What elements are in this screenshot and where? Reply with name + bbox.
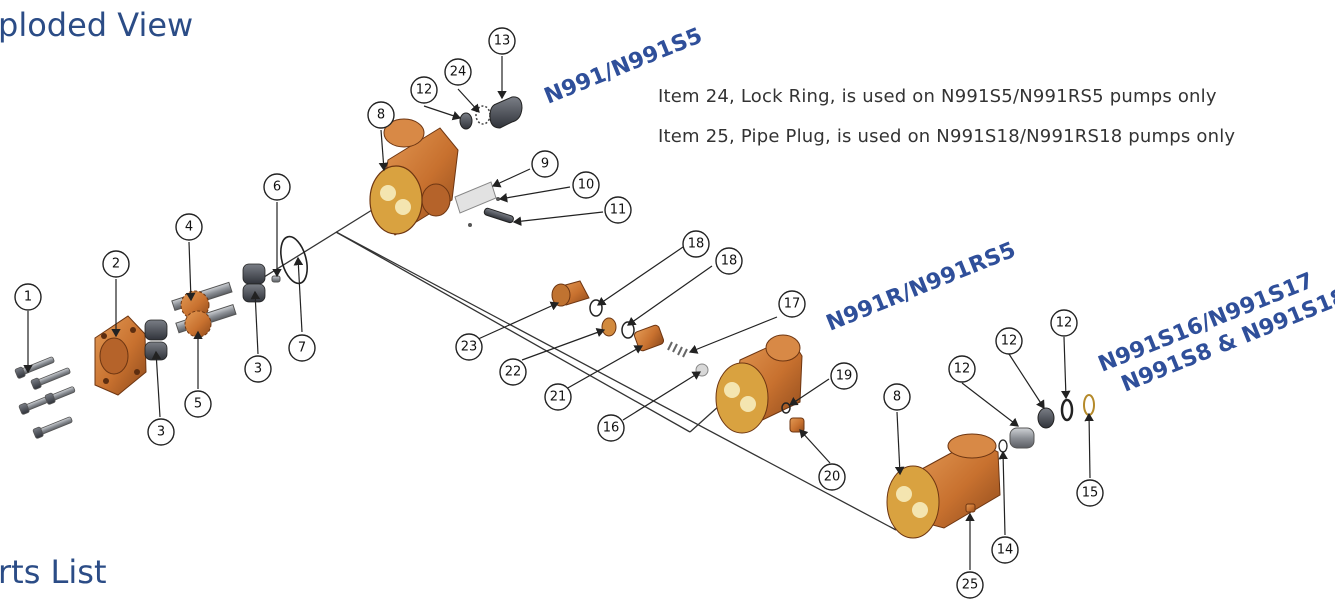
- note-pipe-plug: Item 25, Pipe Plug, is used on N991S18/N…: [658, 126, 1236, 147]
- pump-body-long-part: [886, 433, 1001, 539]
- svg-text:12: 12: [954, 362, 971, 377]
- model-label-n991r: N991R/N991RS5: [823, 238, 1019, 337]
- svg-text:15: 15: [1082, 486, 1099, 501]
- callout-12c: 12: [995, 327, 1023, 355]
- svg-text:18: 18: [721, 254, 738, 269]
- callout-20: 20: [818, 463, 846, 491]
- callout-1: 1: [14, 283, 42, 311]
- callout-9: 9: [531, 150, 559, 178]
- svg-text:12: 12: [416, 83, 433, 98]
- callout-4: 4: [175, 213, 203, 241]
- bushings-part: [144, 263, 266, 361]
- svg-text:20: 20: [824, 470, 841, 485]
- svg-text:4: 4: [185, 220, 193, 235]
- svg-text:10: 10: [578, 178, 595, 193]
- svg-text:24: 24: [450, 65, 467, 80]
- svg-text:22: 22: [505, 365, 522, 380]
- callout-3b: 3: [244, 355, 272, 383]
- callout-16: 16: [597, 414, 625, 442]
- svg-text:3: 3: [157, 425, 165, 440]
- callout-10: 10: [572, 171, 600, 199]
- gears-part: [171, 281, 237, 338]
- svg-text:5: 5: [194, 397, 202, 412]
- callout-3a: 3: [147, 418, 175, 446]
- callout-18b: 18: [715, 247, 743, 275]
- screws-part: [14, 356, 76, 439]
- callout-2: 2: [102, 250, 130, 278]
- seal-kit-bottom: [998, 394, 1095, 453]
- svg-text:9: 9: [541, 157, 549, 172]
- assembly-lines: [247, 209, 916, 531]
- model-label-n991: N991/N991S5: [541, 24, 706, 110]
- callout-15: 15: [1076, 479, 1104, 507]
- callout-21: 21: [544, 383, 572, 411]
- svg-text:11: 11: [610, 203, 627, 218]
- callout-24: 24: [444, 58, 472, 86]
- pump-body-relief-part: [715, 334, 805, 434]
- callout-14: 14: [991, 536, 1019, 564]
- parts-list-heading: rts List: [0, 553, 107, 591]
- callout-6: 6: [263, 173, 291, 201]
- callout-8a: 8: [367, 101, 395, 129]
- gasket-ring-part: [280, 235, 308, 285]
- svg-text:18: 18: [688, 237, 705, 252]
- end-cover-part: [94, 315, 147, 396]
- svg-text:23: 23: [461, 340, 478, 355]
- callout-19: 19: [830, 362, 858, 390]
- exploded-view-heading: ploded View: [0, 6, 194, 44]
- svg-text:17: 17: [784, 297, 801, 312]
- note-lock-ring: Item 24, Lock Ring, is used on N991S5/N9…: [658, 86, 1217, 107]
- callout-13: 13: [488, 27, 516, 55]
- plate-part: [454, 181, 514, 227]
- callout-5: 5: [184, 390, 212, 418]
- callout-8b: 8: [883, 383, 911, 411]
- svg-text:2: 2: [112, 257, 120, 272]
- svg-text:8: 8: [893, 390, 901, 405]
- svg-text:19: 19: [836, 369, 853, 384]
- svg-text:6: 6: [273, 180, 281, 195]
- callout-11: 11: [604, 196, 632, 224]
- svg-text:12: 12: [1001, 334, 1018, 349]
- svg-text:13: 13: [494, 34, 511, 49]
- pump-body-top-part: [369, 118, 459, 236]
- svg-text:12: 12: [1056, 316, 1073, 331]
- svg-text:7: 7: [298, 341, 306, 356]
- callout-12d: 12: [1050, 309, 1078, 337]
- svg-text:3: 3: [254, 362, 262, 377]
- callout-7: 7: [288, 334, 316, 362]
- callout-18a: 18: [682, 230, 710, 258]
- callout-23: 23: [455, 333, 483, 361]
- relief-valve-parts: [551, 280, 709, 377]
- svg-text:8: 8: [377, 108, 385, 123]
- callout-12a: 12: [410, 76, 438, 104]
- svg-text:1: 1: [24, 290, 32, 305]
- callout-25: 25: [956, 571, 984, 599]
- leader-lines: [23, 56, 1094, 570]
- pin-part: [271, 275, 281, 283]
- callout-12b: 12: [948, 355, 976, 383]
- svg-text:16: 16: [603, 421, 620, 436]
- seal-ring-top: [459, 96, 523, 130]
- svg-text:21: 21: [550, 390, 567, 405]
- svg-text:25: 25: [962, 578, 979, 593]
- callout-17: 17: [778, 290, 806, 318]
- callout-22: 22: [499, 358, 527, 386]
- svg-text:14: 14: [997, 543, 1014, 558]
